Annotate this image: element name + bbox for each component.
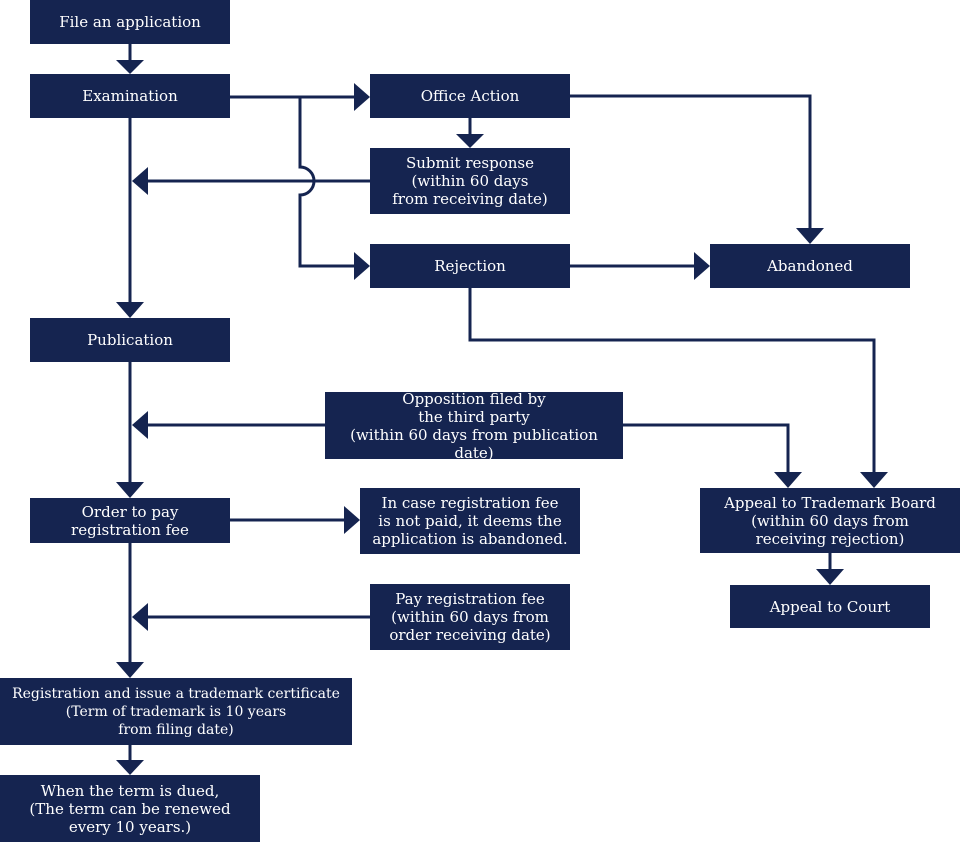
node-registration: Registration and issue a trademark certi… (0, 678, 352, 745)
arrowhead-to-office-action (354, 83, 370, 111)
node-file-application: File an application (30, 0, 230, 44)
node-term-dued: When the term is dued, (The term can be … (0, 775, 260, 842)
arrowhead-to-rejection (354, 252, 370, 280)
arrowhead-to-examination (116, 60, 144, 74)
node-publication: Publication (30, 318, 230, 362)
arrowhead-to-registration (116, 662, 144, 678)
arrowhead-submit-response-return (132, 167, 148, 195)
node-examination: Examination (30, 74, 230, 118)
connector-opposition-to-appeal-board (623, 423, 790, 474)
node-fee-not-paid: In case registration fee is not paid, it… (360, 488, 580, 554)
arrowhead-office-action-to-abandoned (796, 228, 824, 244)
node-office-action: Office Action (370, 74, 570, 118)
connector-rejection-to-appeal-board (468, 288, 876, 474)
arrowhead-to-fee-not-paid (344, 506, 360, 534)
arrowhead-to-publication (116, 302, 144, 318)
node-opposition: Opposition filed by the third party (wit… (325, 390, 623, 462)
arrowhead-opposition-return (132, 411, 148, 439)
arrowhead-pay-fee-return (132, 603, 148, 631)
node-submit-response: Submit response (within 60 days from rec… (370, 148, 570, 214)
node-appeal-trademark-board: Appeal to Trademark Board (within 60 day… (700, 488, 960, 553)
arrowhead-rejection-to-abandoned (694, 252, 710, 280)
arrowhead-to-submit-response (456, 134, 484, 148)
node-abandoned: Abandoned (710, 244, 910, 288)
node-pay-registration-fee: Pay registration fee (within 60 days fro… (370, 584, 570, 650)
arrowhead-opposition-to-appeal-board (774, 472, 802, 488)
arrowhead-rejection-to-appeal-board (860, 472, 888, 488)
node-rejection: Rejection (370, 244, 570, 288)
arrowhead-to-appeal-court (816, 569, 844, 585)
arrowhead-to-order-to-pay (116, 482, 144, 498)
node-order-to-pay: Order to pay registration fee (30, 498, 230, 543)
node-appeal-court: Appeal to Court (730, 585, 930, 628)
arrowhead-to-term-dued (116, 760, 144, 775)
connector-office-action-to-abandoned (570, 94, 812, 230)
